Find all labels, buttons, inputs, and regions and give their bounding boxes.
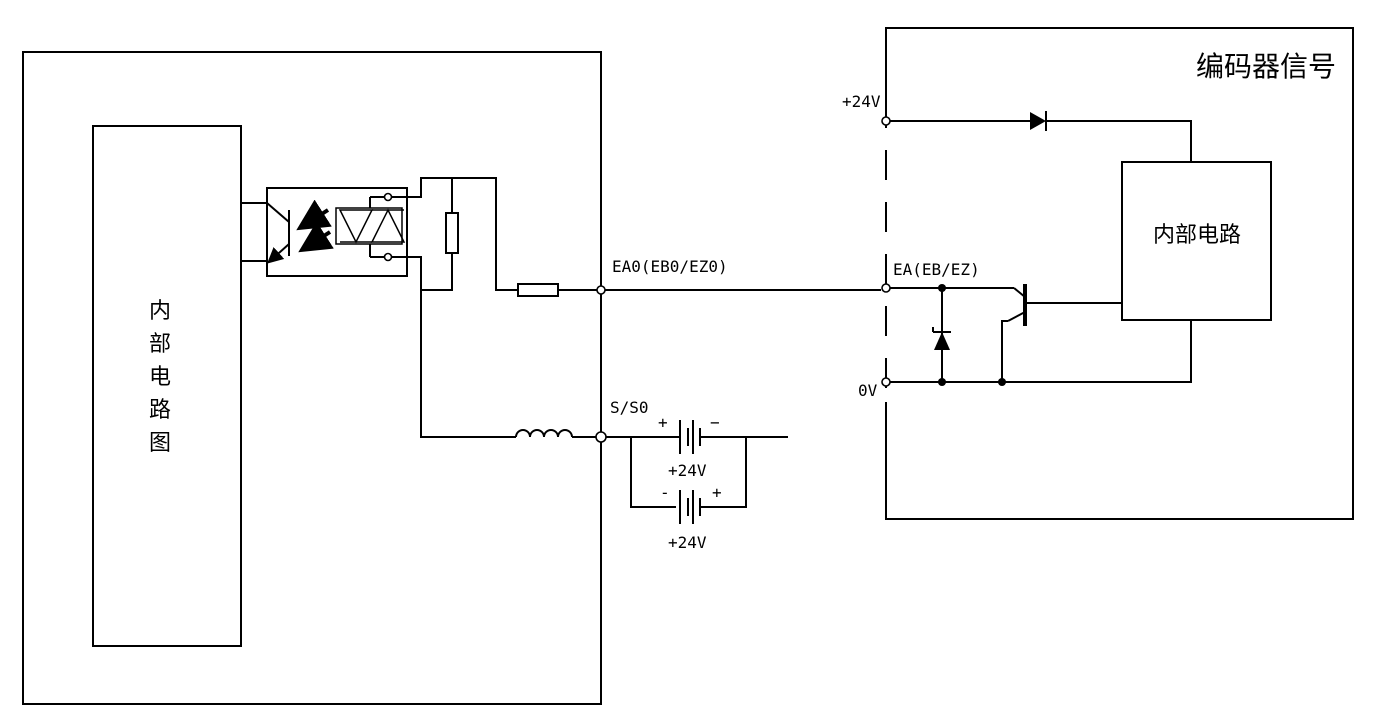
internal-circuit-box-left bbox=[92, 125, 242, 647]
label-s-s0: S/S0 bbox=[610, 398, 649, 417]
internal-circuit-char-1: 内 bbox=[149, 299, 171, 324]
label-plus24v: +24V bbox=[842, 92, 881, 111]
inductor bbox=[515, 429, 573, 438]
optocoupler bbox=[241, 187, 408, 277]
encoder-title: 编码器信号 bbox=[1196, 50, 1336, 83]
battery-lower-minus: - bbox=[660, 483, 670, 502]
battery-upper bbox=[676, 420, 788, 454]
terminal-s-s0 bbox=[595, 431, 607, 443]
terminal-plus24v bbox=[881, 116, 891, 126]
diode bbox=[1030, 112, 1046, 130]
wire-led-cathode bbox=[407, 256, 516, 438]
label-ea: EA(EB/EZ) bbox=[893, 260, 980, 279]
internal-circuit-char-5: 图 bbox=[149, 431, 171, 456]
battery-upper-label: +24V bbox=[668, 461, 707, 480]
junction-0v-zener bbox=[938, 378, 946, 386]
parallel-resistor bbox=[445, 212, 459, 254]
output-transistor bbox=[1001, 284, 1122, 382]
label-ea0: EA0(EB0/EZ0) bbox=[612, 257, 728, 276]
wire-parallel-res-bottom bbox=[421, 253, 453, 291]
terminal-0v bbox=[881, 377, 891, 387]
internal-circuit-char-2: 部 bbox=[149, 332, 171, 357]
label-0v: 0V bbox=[858, 381, 878, 400]
wire-0v bbox=[890, 320, 1192, 383]
internal-circuit-char-4: 路 bbox=[149, 398, 171, 423]
terminal-ea0 bbox=[596, 285, 606, 295]
internal-circuit-char-3: 电 bbox=[149, 365, 171, 390]
battery-upper-plus: + bbox=[658, 413, 668, 432]
wire-lower-left bbox=[630, 437, 676, 508]
battery-lower bbox=[679, 490, 701, 524]
series-resistor bbox=[517, 283, 559, 297]
junction-0v-emitter bbox=[998, 378, 1006, 386]
internal-circuit-right-label: 内部电路 bbox=[1153, 223, 1241, 248]
wire-lower-right bbox=[700, 437, 747, 508]
terminal-ea bbox=[881, 283, 891, 293]
wire-diode-to-circuit bbox=[1046, 120, 1192, 162]
battery-upper-minus: − bbox=[710, 413, 720, 432]
internal-circuit-box-right bbox=[1121, 161, 1272, 321]
encoder-block bbox=[885, 27, 1354, 520]
wire-led-anode bbox=[407, 177, 518, 291]
battery-lower-label: +24V bbox=[668, 533, 707, 552]
battery-lower-plus: + bbox=[712, 483, 722, 502]
zener-diode bbox=[932, 288, 951, 382]
